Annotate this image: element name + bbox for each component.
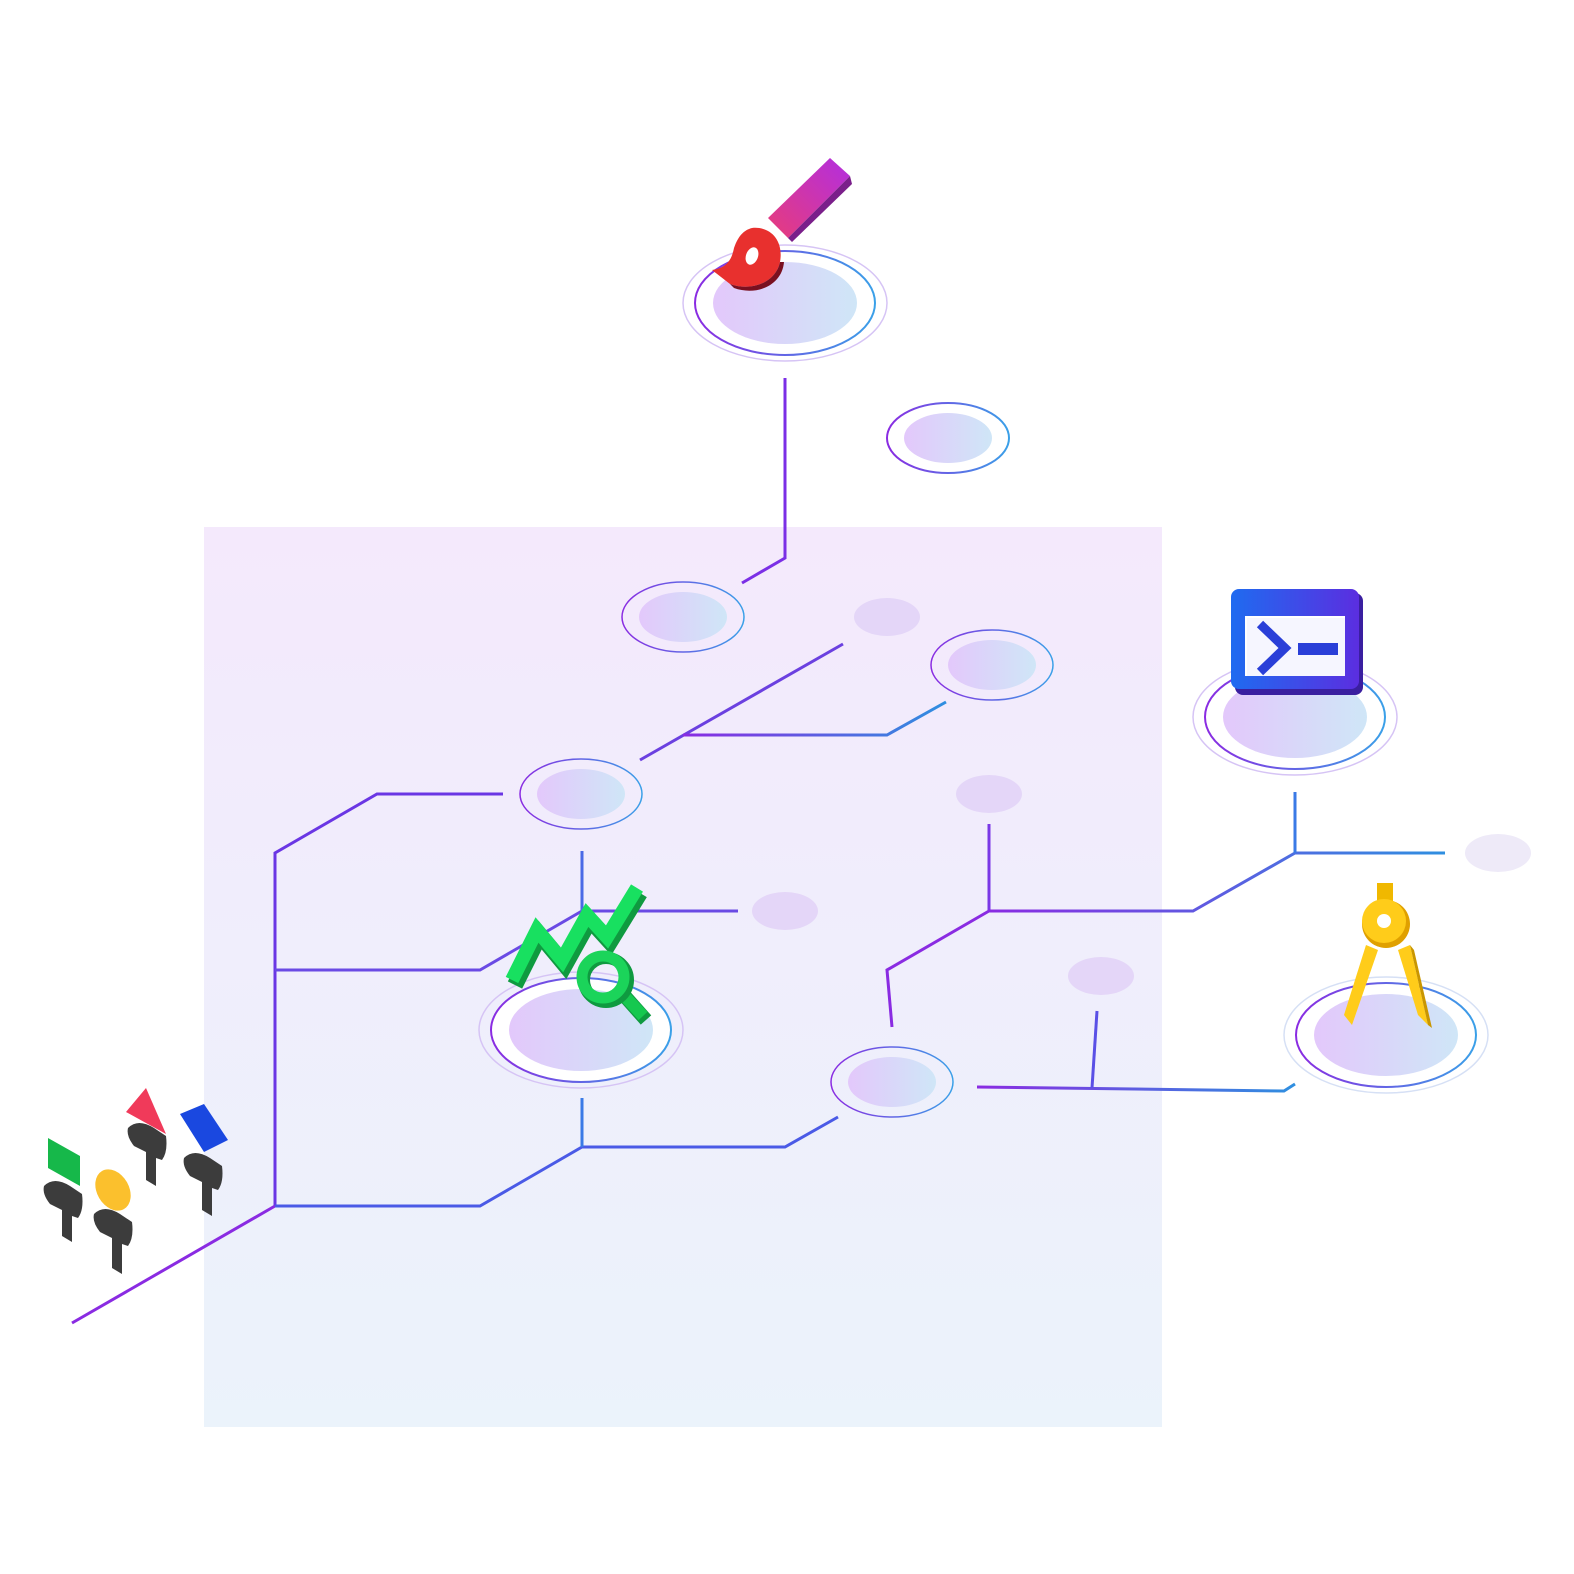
faded-node	[854, 598, 920, 636]
node	[621, 581, 745, 653]
connector-lines	[71, 378, 1445, 1325]
faded-node	[752, 892, 818, 930]
node	[519, 758, 643, 830]
node-large-compass	[1283, 976, 1489, 1094]
team-people-icon	[43, 1088, 228, 1274]
node	[886, 402, 1010, 474]
node	[930, 629, 1054, 701]
faded-node	[1068, 957, 1134, 995]
paint-brush-icon	[712, 158, 852, 291]
faded-node	[1465, 834, 1531, 872]
faded-node	[956, 775, 1022, 813]
node-large-top	[682, 244, 888, 362]
chart-magnifier-icon	[505, 884, 652, 1025]
node	[830, 1046, 954, 1118]
terminal-icon	[1231, 589, 1363, 695]
drafting-compass-icon	[1344, 883, 1432, 1028]
